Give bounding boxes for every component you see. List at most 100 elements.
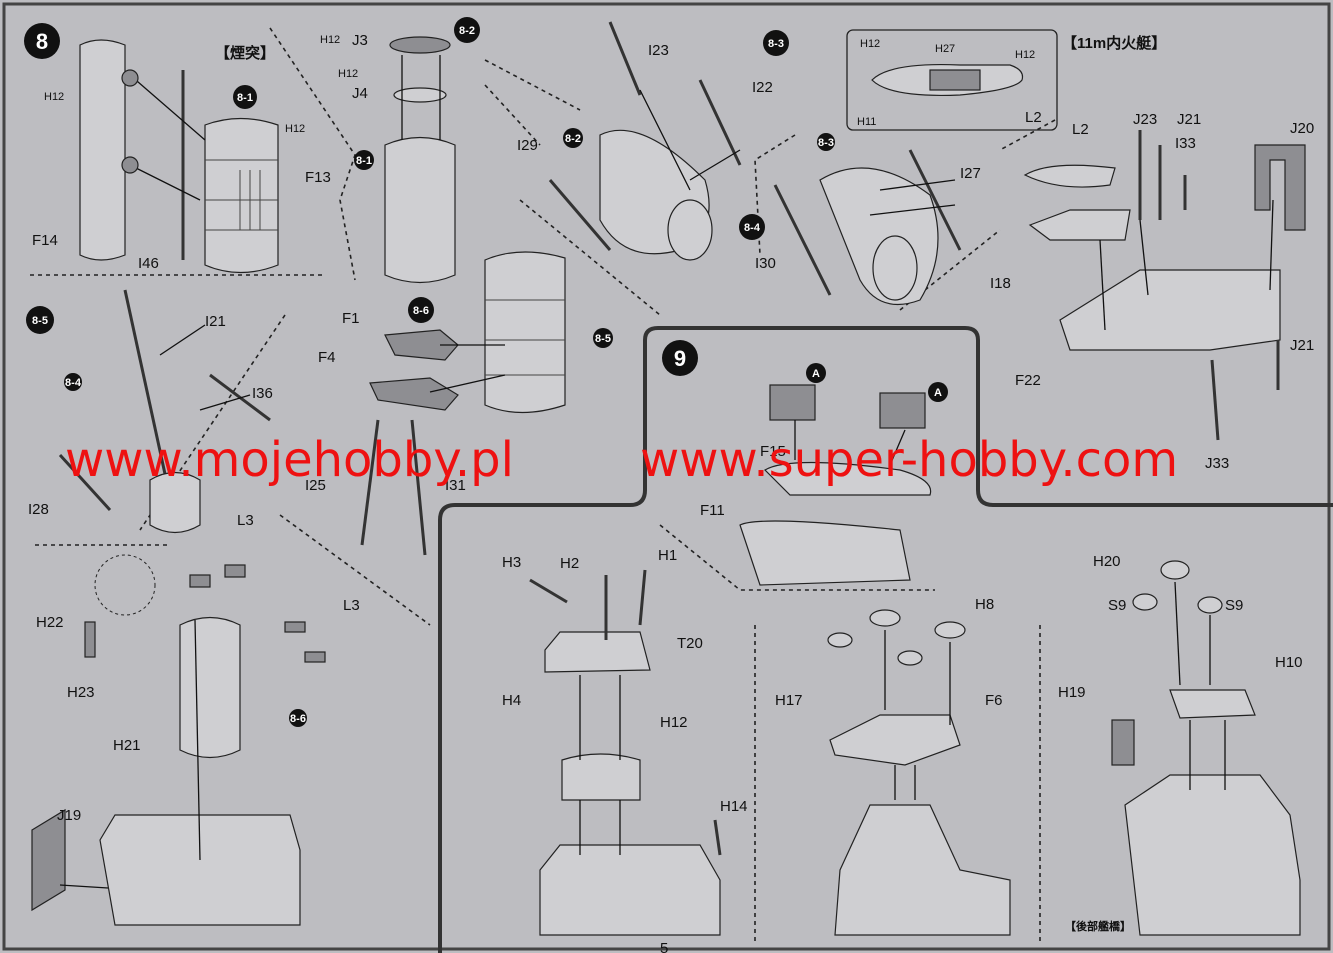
label-h12-b: H12 xyxy=(285,123,305,135)
right-label-f22: F22 xyxy=(1015,372,1041,389)
label-l3-a: L3 xyxy=(237,512,254,529)
page-number: 5 xyxy=(660,940,668,953)
svg-text:8-4: 8-4 xyxy=(744,222,761,234)
label-f13: F13 xyxy=(305,169,331,186)
label-f14: F14 xyxy=(32,232,58,249)
label-h1: H1 xyxy=(658,547,677,564)
label-h20: H20 xyxy=(1093,553,1121,570)
step8-number: 8 xyxy=(36,29,48,54)
label-s9-a: S9 xyxy=(1108,597,1126,614)
svg-text:8-1: 8-1 xyxy=(356,155,372,167)
step9-number: 9 xyxy=(674,346,686,371)
dashed-dividers xyxy=(30,27,1056,945)
bridge-column-3 xyxy=(1111,560,1301,936)
aft-bridge-title: 【後部艦橋】 xyxy=(1065,919,1131,933)
label-i21: I21 xyxy=(205,313,226,330)
funnel-cap-assembly xyxy=(384,36,456,284)
label-h12-c: H12 xyxy=(320,34,340,46)
marker-8-5: 8-5 xyxy=(26,306,54,334)
label-h21: H21 xyxy=(113,737,141,754)
svg-text:8-3: 8-3 xyxy=(768,38,784,50)
label-h22: H22 xyxy=(36,614,64,631)
ladder-tower xyxy=(360,251,566,556)
svg-text:8-5: 8-5 xyxy=(595,333,611,345)
marker-8-1b: 8-1 xyxy=(354,150,374,170)
funnel-assembly xyxy=(79,39,279,274)
label-h3: H3 xyxy=(502,554,521,571)
boat-label-h12-r: H12 xyxy=(1015,49,1035,61)
marker-8-4b: 8-4 xyxy=(64,373,82,391)
watermark-1: www.mojehobby.pl xyxy=(65,432,514,488)
label-i46: I46 xyxy=(138,255,159,272)
boat-detail-box xyxy=(846,29,1058,131)
label-i36: I36 xyxy=(252,385,273,402)
marker-8-3b: 8-3 xyxy=(817,133,835,151)
right-label-j21-a: J21 xyxy=(1177,111,1201,128)
ladder-cylinder-8-2 xyxy=(548,21,742,261)
label-s9-b: S9 xyxy=(1225,597,1243,614)
label-i29: I29 xyxy=(517,137,538,154)
bridge-column-2 xyxy=(827,609,1011,936)
label-h12-a: H12 xyxy=(44,91,64,103)
step9-badge: 9 xyxy=(662,340,698,376)
marker-8-1: 8-1 xyxy=(233,85,257,109)
svg-text:8-1: 8-1 xyxy=(237,92,253,104)
svg-text:8-2: 8-2 xyxy=(459,25,475,37)
label-l3-b: L3 xyxy=(343,597,360,614)
boat-label-l2: L2 xyxy=(1025,109,1042,126)
label-j3: J3 xyxy=(352,32,368,49)
right-label-i33: I33 xyxy=(1175,135,1196,152)
svg-text:8-4: 8-4 xyxy=(65,377,82,389)
svg-text:8-6: 8-6 xyxy=(290,713,306,725)
marker-8-2b: 8-2 xyxy=(563,128,583,148)
marker-a-1: A xyxy=(806,363,826,383)
label-h12-s9: H12 xyxy=(660,714,688,731)
label-i27: I27 xyxy=(960,165,981,182)
label-h23: H23 xyxy=(67,684,95,701)
label-t20: T20 xyxy=(677,635,703,652)
marker-a-2: A xyxy=(928,382,948,402)
label-h4: H4 xyxy=(502,692,521,709)
label-h10: H10 xyxy=(1275,654,1303,671)
bridge-column-1 xyxy=(529,569,722,936)
label-h12-d: H12 xyxy=(338,68,358,80)
right-label-j20: J20 xyxy=(1290,120,1314,137)
marker-8-6b: 8-6 xyxy=(289,709,307,727)
label-f1: F1 xyxy=(342,310,360,327)
label-i22: I22 xyxy=(752,79,773,96)
right-label-j21-b: J21 xyxy=(1290,337,1314,354)
boat-title: 【11m内火艇】 xyxy=(1062,34,1166,52)
label-j4: J4 xyxy=(352,85,368,102)
funnel-on-hull xyxy=(31,554,326,926)
svg-text:8-3: 8-3 xyxy=(818,137,834,149)
svg-text:A: A xyxy=(812,368,820,380)
label-h2: H2 xyxy=(560,555,579,572)
label-i23: I23 xyxy=(648,42,669,59)
boat-label-h27: H27 xyxy=(935,43,955,55)
marker-8-5b: 8-5 xyxy=(593,328,613,348)
label-i31: I31 xyxy=(445,477,466,494)
svg-text:8-2: 8-2 xyxy=(565,133,581,145)
label-f6: F6 xyxy=(985,692,1003,709)
step9-frame xyxy=(438,326,1333,953)
label-f4: F4 xyxy=(318,349,336,366)
mast-frame-8-5 xyxy=(58,289,271,534)
turret-assembly xyxy=(739,384,932,586)
boat-label-h11: H11 xyxy=(857,116,876,128)
label-i30: I30 xyxy=(755,255,776,272)
step8-badge: 8 xyxy=(24,23,60,59)
marker-8-2: 8-2 xyxy=(454,17,480,43)
label-f15: F15 xyxy=(760,443,786,460)
label-f11: F11 xyxy=(700,502,725,519)
right-label-i18: I18 xyxy=(990,275,1011,292)
boat-label-h12-l: H12 xyxy=(860,38,880,50)
label-h19: H19 xyxy=(1058,684,1086,701)
marker-8-3: 8-3 xyxy=(763,30,789,56)
right-label-j23: J23 xyxy=(1133,111,1157,128)
funnel-title: 【煙突】 xyxy=(215,44,275,62)
marker-8-4: 8-4 xyxy=(739,214,765,240)
label-h14: H14 xyxy=(720,798,748,815)
svg-text:8-5: 8-5 xyxy=(32,315,48,327)
